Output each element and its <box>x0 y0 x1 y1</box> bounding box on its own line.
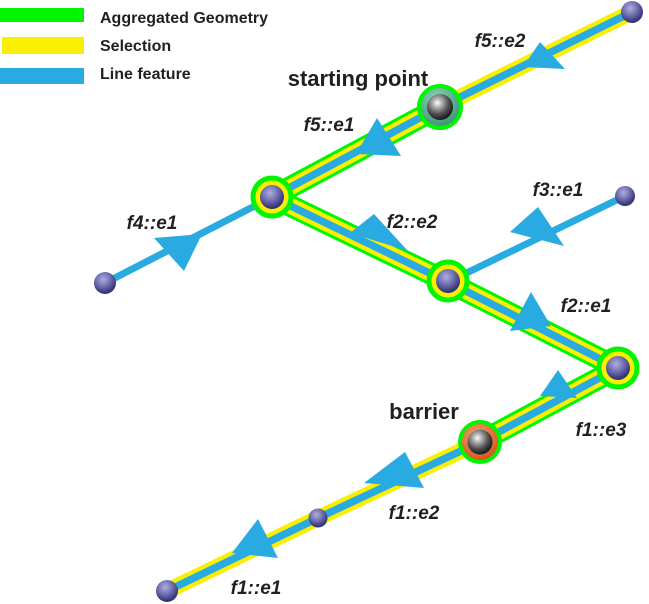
endpoint-vertex-bottom-left <box>156 580 178 602</box>
line-feature-f3-e1 <box>444 192 629 286</box>
edge-label-f1-e2: f1::e2 <box>389 503 440 524</box>
edge-label-f3-e1: f3::e1 <box>533 180 584 201</box>
legend-label-aggregated-geometry: Aggregated Geometry <box>100 10 268 27</box>
barrier-node <box>458 420 502 464</box>
junction-vertex-middle <box>436 269 460 293</box>
direction-arrow-f5-e2 <box>523 42 565 69</box>
direction-arrow-f2-e2 <box>350 214 408 251</box>
direction-arrow-f4-e1 <box>154 234 202 271</box>
edge-label-f1-e3: f1::e3 <box>576 420 627 441</box>
edge-label-f1-e1: f1::e1 <box>231 578 282 599</box>
legend-swatch-line-feature <box>0 68 84 84</box>
legend-label-line-feature: Line feature <box>100 66 191 83</box>
edge-label-f2-e1: f2::e1 <box>561 296 612 317</box>
endpoint-vertex-f3 <box>615 186 635 206</box>
edge-label-f2-e2: f2::e2 <box>387 212 438 233</box>
legend-label-selection: Selection <box>100 38 171 55</box>
junction-vertex-right <box>606 356 630 380</box>
legend-swatch-aggregated-geometry <box>0 8 84 22</box>
midpoint-vertex-f1 <box>308 508 328 528</box>
barrier-core <box>467 429 493 455</box>
starting-point-node <box>417 84 463 130</box>
direction-arrow-f1-e3 <box>540 370 577 398</box>
direction-arrow-f2-e1 <box>510 292 551 331</box>
junction-vertex-left <box>260 185 284 209</box>
starting-point-label: starting point <box>288 66 429 91</box>
endpoint-vertex-f4 <box>94 272 116 294</box>
legend-swatch-selection <box>2 37 84 54</box>
legend: Aggregated Geometry Selection Line featu… <box>0 8 268 84</box>
direction-arrow-f1-e1 <box>232 519 278 558</box>
direction-arrow-f1-e2 <box>364 452 424 488</box>
edge-label-f5-e1: f5::e1 <box>304 115 355 136</box>
direction-arrow-f3-e1 <box>510 207 564 246</box>
edge-label-f5-e2: f5::e2 <box>475 31 526 52</box>
endpoint-vertex-top-right <box>621 1 643 23</box>
direction-arrow-f5-e1 <box>356 118 401 156</box>
barrier-label: barrier <box>389 399 459 424</box>
edge-label-f4-e1: f4::e1 <box>127 213 178 234</box>
starting-point-core <box>427 94 453 120</box>
